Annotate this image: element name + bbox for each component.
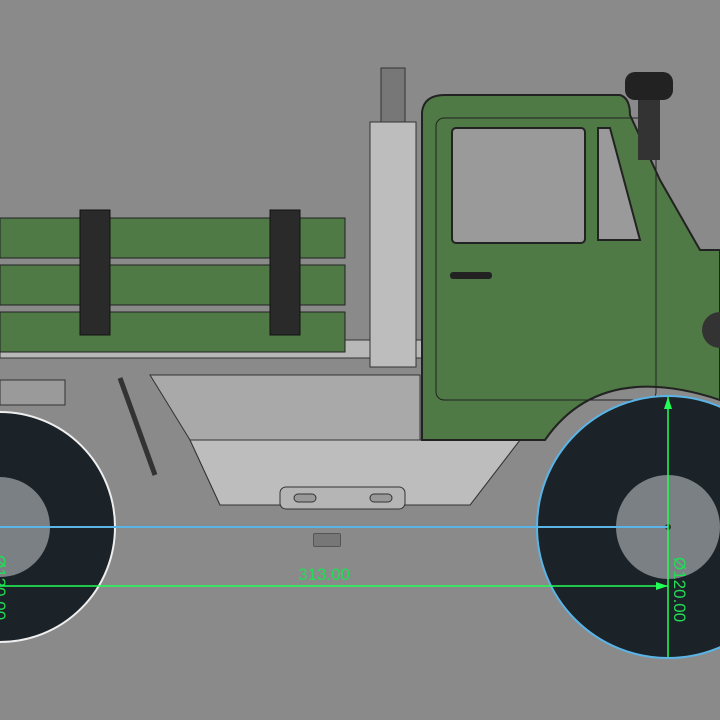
dimension-arrow: [664, 397, 672, 409]
dimension-arrow: [656, 582, 668, 590]
cab: [421, 72, 720, 441]
underbody: [0, 339, 522, 510]
exhaust-stack: [369, 67, 417, 368]
ground-constraint-icon[interactable]: [313, 533, 341, 547]
wheelbase-dimension[interactable]: 313.00: [298, 565, 350, 584]
truck-bed: [0, 209, 346, 353]
left-wheel-diameter-dimension[interactable]: Ø120.00: [0, 555, 9, 620]
right-wheel-diameter-dimension[interactable]: Ø120.00: [670, 557, 689, 622]
